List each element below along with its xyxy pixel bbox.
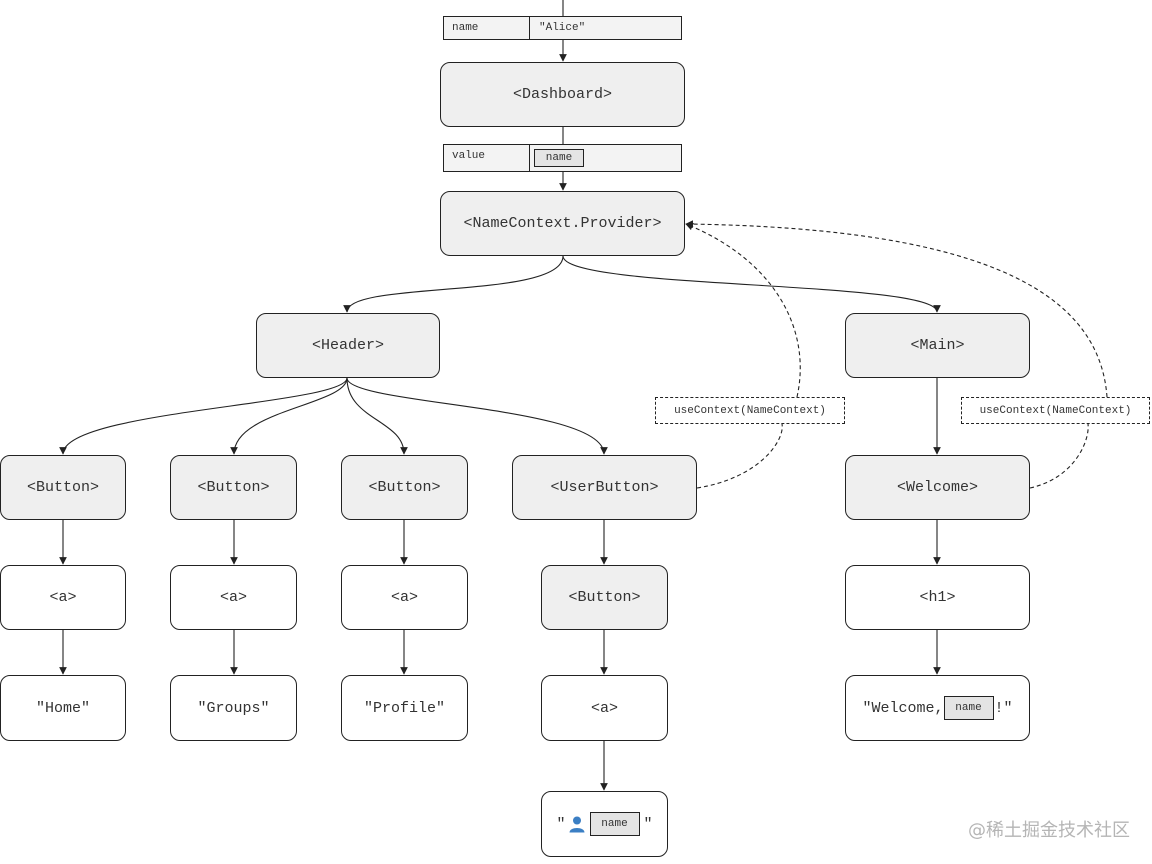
- dashboard-prop-name: name "Alice": [443, 16, 682, 40]
- user-text-suffix: ": [643, 815, 653, 833]
- person-icon: [569, 816, 584, 833]
- node-header[interactable]: <Header>: [256, 313, 440, 378]
- node-button-home[interactable]: <Button>: [0, 455, 126, 520]
- context-link-left-to-provider: [685, 223, 801, 398]
- node-text-groups[interactable]: "Groups": [170, 675, 297, 741]
- name-chip: name: [534, 149, 584, 167]
- node-text-profile[interactable]: "Profile": [341, 675, 468, 741]
- provider-prop-value: value name: [443, 144, 682, 172]
- welcome-text-suffix: !": [994, 699, 1013, 717]
- node-dashboard[interactable]: <Dashboard>: [440, 62, 685, 127]
- user-text-prefix: ": [556, 815, 566, 833]
- node-button-profile[interactable]: <Button>: [341, 455, 468, 520]
- use-context-label-left: useContext(NameContext): [655, 397, 845, 424]
- edge-header-to-button-profile: [346, 377, 408, 455]
- welcome-text-prefix: "Welcome,: [862, 699, 944, 717]
- node-name-context-provider[interactable]: <NameContext.Provider>: [440, 191, 685, 256]
- user-text-content: " name ": [556, 812, 653, 836]
- node-a-home[interactable]: <a>: [0, 565, 126, 630]
- context-link-user-button: [696, 423, 783, 489]
- node-user-text[interactable]: " name ": [541, 791, 668, 857]
- prop-divider: [529, 145, 530, 171]
- watermark: @稀土掘金技术社区: [968, 820, 1130, 841]
- node-button-groups[interactable]: <Button>: [170, 455, 297, 520]
- node-user-inner-button[interactable]: <Button>: [541, 565, 668, 630]
- prop-value: name: [534, 145, 584, 171]
- edge-header-to-button-groups: [230, 377, 348, 455]
- context-link-right-to-provider: [685, 220, 1108, 398]
- edge-header-to-user-button: [346, 377, 608, 455]
- prop-key: value: [452, 150, 486, 162]
- welcome-text-content: "Welcome, name !": [862, 696, 1013, 720]
- node-a-profile[interactable]: <a>: [341, 565, 468, 630]
- edge-header-to-button-home: [59, 377, 348, 455]
- node-welcome[interactable]: <Welcome>: [845, 455, 1030, 520]
- node-h1[interactable]: <h1>: [845, 565, 1030, 630]
- node-welcome-text[interactable]: "Welcome, name !": [845, 675, 1030, 741]
- edge-provider-to-main: [562, 255, 941, 313]
- edge-provider-to-header: [343, 255, 564, 313]
- name-chip: name: [943, 696, 994, 720]
- context-link-welcome: [1029, 423, 1089, 489]
- name-chip: name: [589, 812, 640, 836]
- use-context-label-right: useContext(NameContext): [961, 397, 1150, 424]
- node-user-button[interactable]: <UserButton>: [512, 455, 697, 520]
- prop-value: "Alice": [539, 22, 586, 34]
- node-main[interactable]: <Main>: [845, 313, 1030, 378]
- node-text-home[interactable]: "Home": [0, 675, 126, 741]
- prop-divider: [529, 17, 530, 39]
- node-a-groups[interactable]: <a>: [170, 565, 297, 630]
- prop-key: name: [452, 22, 479, 34]
- node-user-a[interactable]: <a>: [541, 675, 668, 741]
